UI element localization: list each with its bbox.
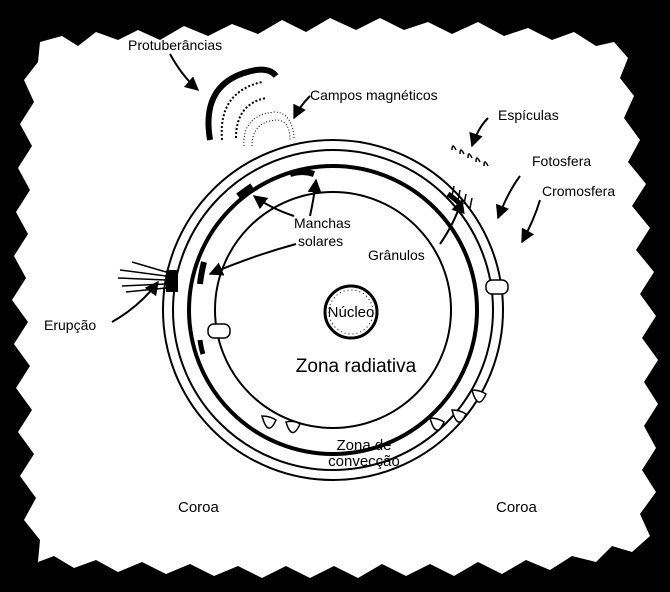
- sunspot: [290, 172, 314, 174]
- label-nucleo: Núcleo: [328, 304, 375, 321]
- label-manchas: Manchas: [294, 215, 351, 231]
- label-espiculas: Espículas: [498, 107, 559, 123]
- label-zona-de: Zona de: [336, 437, 391, 454]
- sunspot: [200, 340, 203, 354]
- label-fotosfera: Fotosfera: [532, 153, 591, 169]
- label-erupcao: Erupção: [44, 317, 96, 333]
- label-solares: solares: [298, 233, 343, 249]
- label-granulos: Grânulos: [368, 247, 425, 263]
- label-zona-radiativa: Zona radiativa: [296, 356, 417, 377]
- label-coroa-right: Coroa: [496, 499, 538, 516]
- sunspot: [200, 262, 204, 284]
- label-cromosfera: Cromosfera: [542, 183, 615, 199]
- label-campos-magneticos: Campos magnéticos: [310, 87, 438, 103]
- label-coroa-left: Coroa: [178, 499, 220, 516]
- label-protuberancias: Protuberâncias: [128, 37, 222, 53]
- eruption-base: [166, 270, 178, 292]
- label-conveccao: convecção: [328, 453, 400, 470]
